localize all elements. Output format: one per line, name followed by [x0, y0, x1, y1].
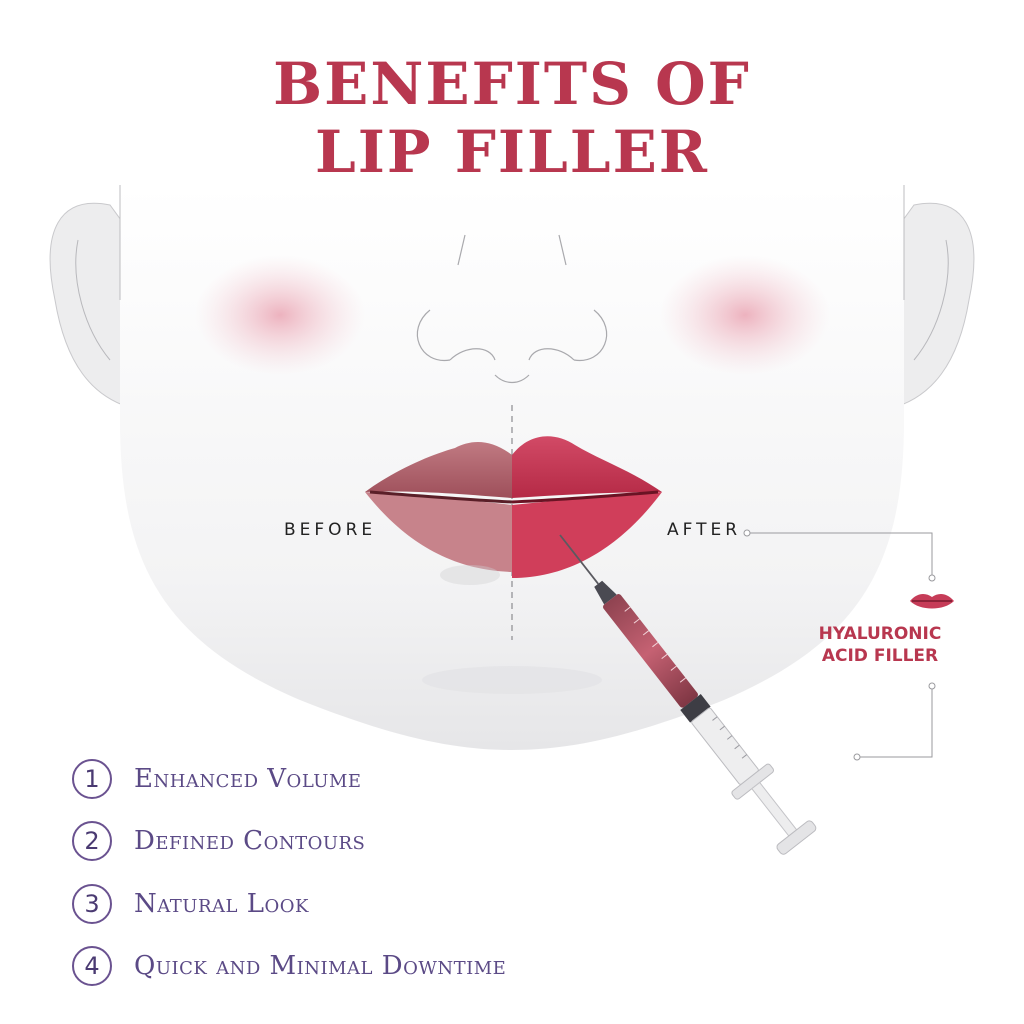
benefit-item-2: 2 Defined Contours [72, 818, 365, 864]
benefit-number-badge: 1 [72, 759, 112, 799]
lips-after [511, 436, 662, 578]
before-label: BEFORE [284, 520, 377, 540]
after-label: AFTER [667, 520, 742, 540]
benefit-item-1: 1 Enhanced Volume [72, 756, 362, 802]
page-title-line-1: BENEFITS OF [273, 50, 751, 118]
benefit-text: Quick and Minimal Downtime [134, 951, 507, 981]
connector-lines [743, 529, 936, 761]
benefit-number-badge: 4 [72, 946, 112, 986]
filler-label-line-1: HYALURONIC [818, 624, 942, 644]
benefit-text: Natural Look [134, 889, 309, 919]
lips-before [365, 442, 513, 585]
left-cheek-blush [195, 255, 365, 375]
filler-label-line-2: ACID FILLER [821, 646, 939, 666]
small-lips-icon [910, 594, 954, 609]
benefit-number-badge: 2 [72, 821, 112, 861]
nose [416, 234, 608, 384]
benefit-number-badge: 3 [72, 884, 112, 924]
benefit-item-4: 4 Quick and Minimal Downtime [72, 943, 506, 989]
benefit-item-3: 3 Natural Look [72, 881, 309, 927]
benefit-text: Defined Contours [134, 826, 366, 856]
page-title-line-2: LIP FILLER [315, 118, 709, 186]
syringe [559, 534, 817, 855]
right-cheek-blush [660, 255, 830, 375]
benefit-text: Enhanced Volume [134, 764, 362, 794]
